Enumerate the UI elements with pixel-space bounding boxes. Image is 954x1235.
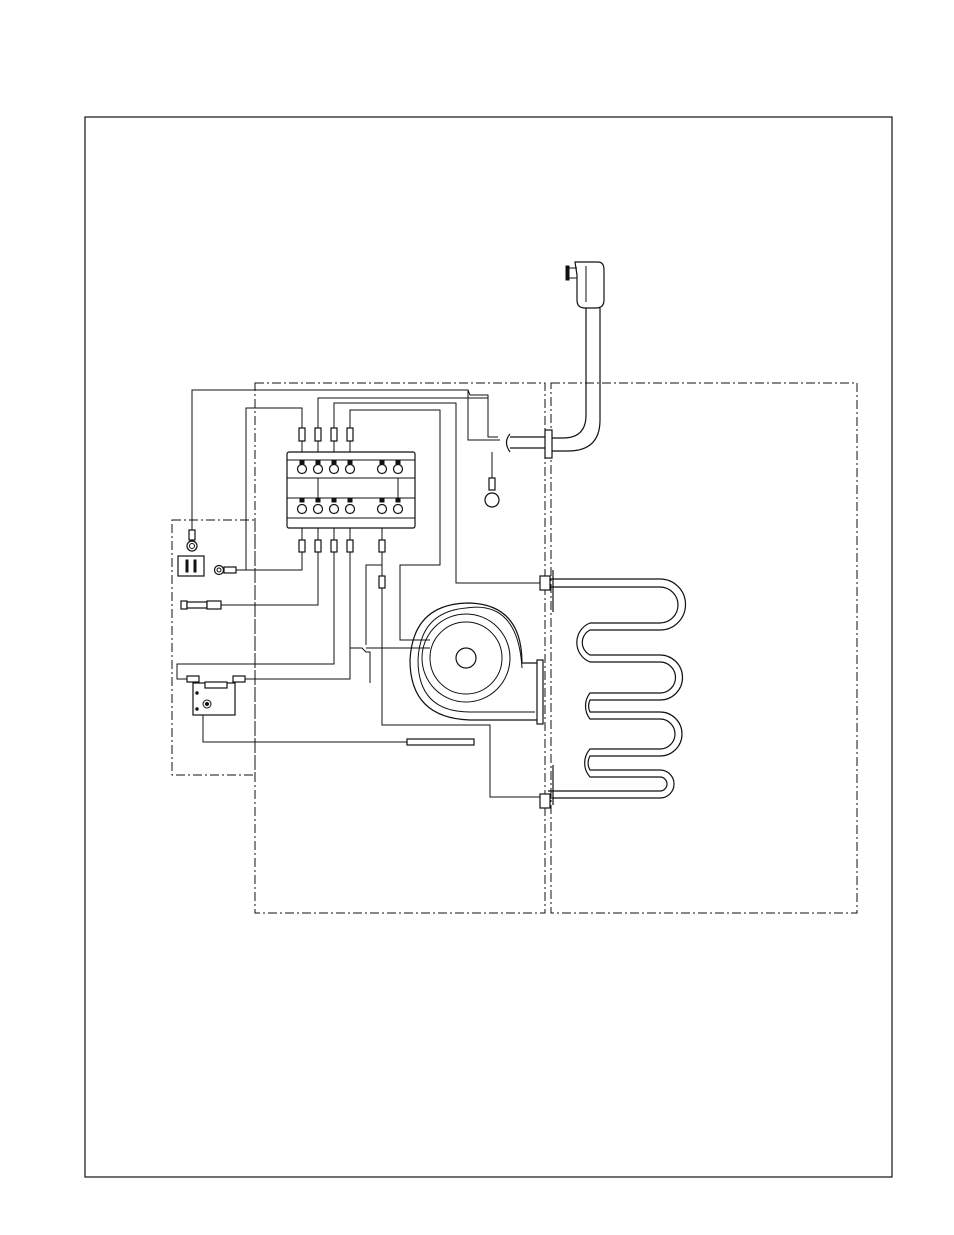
load-wires — [334, 552, 540, 797]
thermostat-icon — [177, 552, 407, 742]
fan-icon — [366, 565, 543, 724]
page-border — [85, 117, 892, 1177]
heating-element-icon — [540, 570, 686, 808]
ground-ring-icon — [485, 452, 499, 507]
enclosure-outlines — [172, 383, 857, 913]
switch-icon — [178, 552, 302, 576]
capillary-bulb-icon — [407, 739, 474, 745]
indicator-light-icon — [187, 530, 197, 551]
terminal-block-icon — [287, 428, 415, 552]
heater-compartment-outline — [551, 383, 857, 913]
plug-icon — [566, 262, 604, 308]
